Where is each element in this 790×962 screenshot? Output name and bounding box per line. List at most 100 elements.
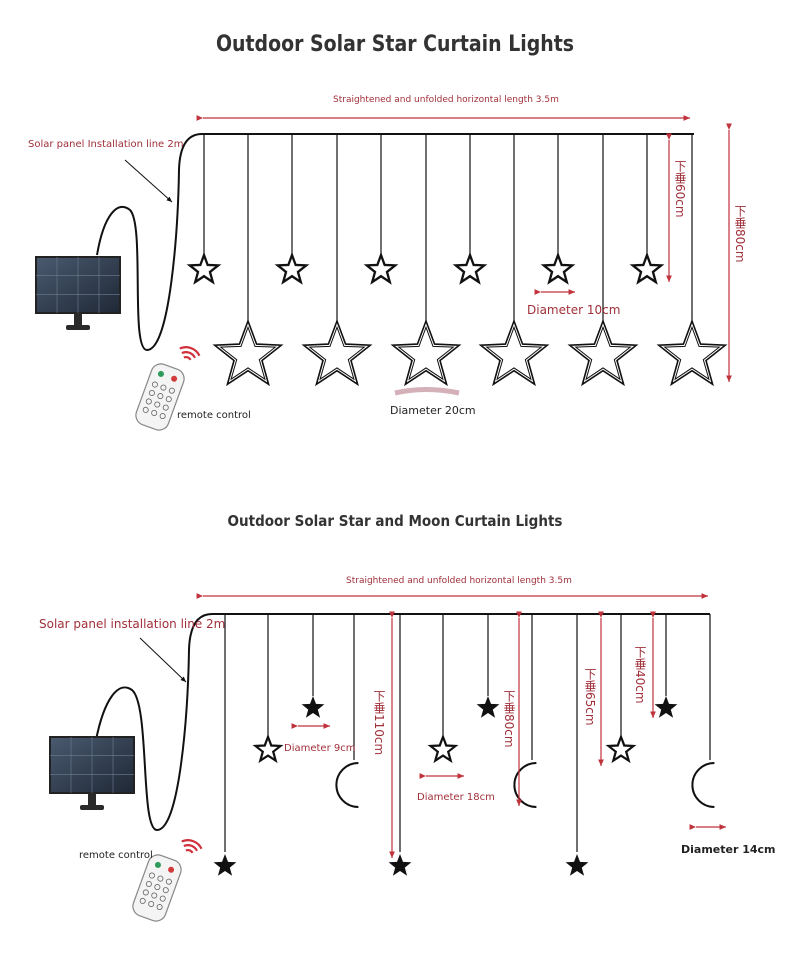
bottom-diameter-14-label: Diameter 14cm [681, 843, 776, 856]
star-icon [565, 854, 589, 876]
remote-button [157, 393, 164, 400]
bottom-drop-110-label: 下垂110cm [372, 690, 386, 756]
star-icon [213, 854, 237, 876]
remote-button [168, 866, 175, 873]
wireless-signal-icon [183, 356, 192, 361]
star-icon [278, 255, 306, 282]
remote-control-icon [132, 854, 182, 922]
remote-button [139, 897, 146, 904]
remote-button [160, 384, 167, 391]
star-icon [252, 733, 284, 764]
remote-button [162, 887, 169, 894]
star-icon [427, 733, 459, 764]
remote-button [145, 398, 152, 405]
remote-button [151, 381, 158, 388]
remote-button [165, 878, 172, 885]
wireless-signal-icon [181, 351, 196, 359]
star-icon [212, 318, 284, 387]
bottom-length-label: Straightened and unfolded horizontal len… [346, 576, 572, 586]
remote-button [142, 406, 149, 413]
star-icon [308, 325, 366, 381]
top-large-diameter-marker [394, 387, 460, 396]
top-panel-pointer [124, 159, 173, 203]
star-icon [452, 251, 488, 285]
solar-panel-stake [74, 313, 82, 327]
star-icon [430, 737, 456, 761]
remote-control-icon [135, 363, 185, 431]
wireless-signal-icon [179, 346, 201, 357]
bottom-diameter-9-label: Diameter 9cm [284, 743, 356, 754]
star-icon [476, 696, 500, 718]
wireless-signal-icon [183, 844, 198, 852]
remote-button [156, 904, 163, 911]
bottom-panel-cable [95, 613, 213, 832]
star-icon [301, 318, 373, 387]
remote-button [157, 875, 164, 882]
star-icon [608, 737, 634, 761]
star-icon [190, 255, 218, 282]
star-icon [255, 737, 281, 761]
top-small-diameter-label: Diameter 10cm [527, 303, 621, 317]
top-large-diameter-label: Diameter 20cm [390, 404, 476, 417]
moon-icon [691, 762, 715, 808]
star-icon [656, 318, 728, 387]
star-icon [629, 251, 665, 285]
remote-button [151, 892, 158, 899]
star-icon [274, 251, 310, 285]
top-drop-short-label: 下垂60cm [673, 160, 687, 218]
remote-button [159, 895, 166, 902]
top-drop-long-label: 下垂80cm [733, 205, 747, 263]
wireless-signal-icon [185, 849, 194, 854]
top-title: Outdoor Solar Star Curtain Lights [215, 32, 575, 57]
bottom-panel-line-label: Solar panel installation line 2m [39, 617, 226, 631]
moon-icon [335, 762, 359, 808]
solar-panel-stake [88, 793, 96, 807]
top-length-label: Straightened and unfolded horizontal len… [333, 95, 559, 105]
bottom-diagram [49, 593, 726, 922]
star-icon [485, 325, 543, 381]
star-icon [633, 255, 661, 282]
star-icon [663, 325, 721, 381]
top-remote-label: remote control [177, 410, 251, 421]
top-panel-cable [96, 133, 203, 352]
top-panel-line-label: Solar panel Installation line 2m [28, 139, 184, 150]
bottom-diameter-18-label: Diameter 18cm [417, 792, 495, 803]
star-icon [478, 318, 550, 387]
remote-button [171, 375, 178, 382]
star-icon [540, 251, 576, 285]
solar-panel-stake [66, 325, 90, 330]
star-icon [397, 325, 455, 381]
remote-button [162, 404, 169, 411]
remote-button [148, 900, 155, 907]
bottom-remote-label: remote control [79, 850, 153, 861]
remote-button [168, 387, 175, 394]
star-icon [367, 255, 395, 282]
solar-panel-stake [80, 805, 104, 810]
remote-button [165, 396, 172, 403]
bottom-drop-80-label: 下垂80cm [502, 690, 516, 748]
bottom-panel-pointer [139, 637, 187, 683]
bottom-drop-40-label: 下垂40cm [633, 646, 647, 704]
remote-button [154, 401, 161, 408]
star-icon [544, 255, 572, 282]
remote-button [142, 889, 149, 896]
remote-button [151, 409, 158, 416]
star-icon [567, 318, 639, 387]
star-icon [456, 255, 484, 282]
star-icon [605, 733, 637, 764]
moon-icon [513, 762, 537, 808]
star-icon [390, 318, 462, 387]
wireless-signal-icon [181, 839, 203, 850]
top-diagram [35, 115, 732, 431]
remote-button [148, 389, 155, 396]
bottom-title: Outdoor Solar Star and Moon Curtain Ligh… [227, 512, 563, 530]
star-icon [363, 251, 399, 285]
remote-button [159, 413, 166, 420]
star-icon [301, 696, 325, 718]
star-icon [186, 251, 222, 285]
star-icon [219, 325, 277, 381]
star-icon [574, 325, 632, 381]
remote-button [157, 370, 164, 377]
star-icon [654, 696, 678, 718]
